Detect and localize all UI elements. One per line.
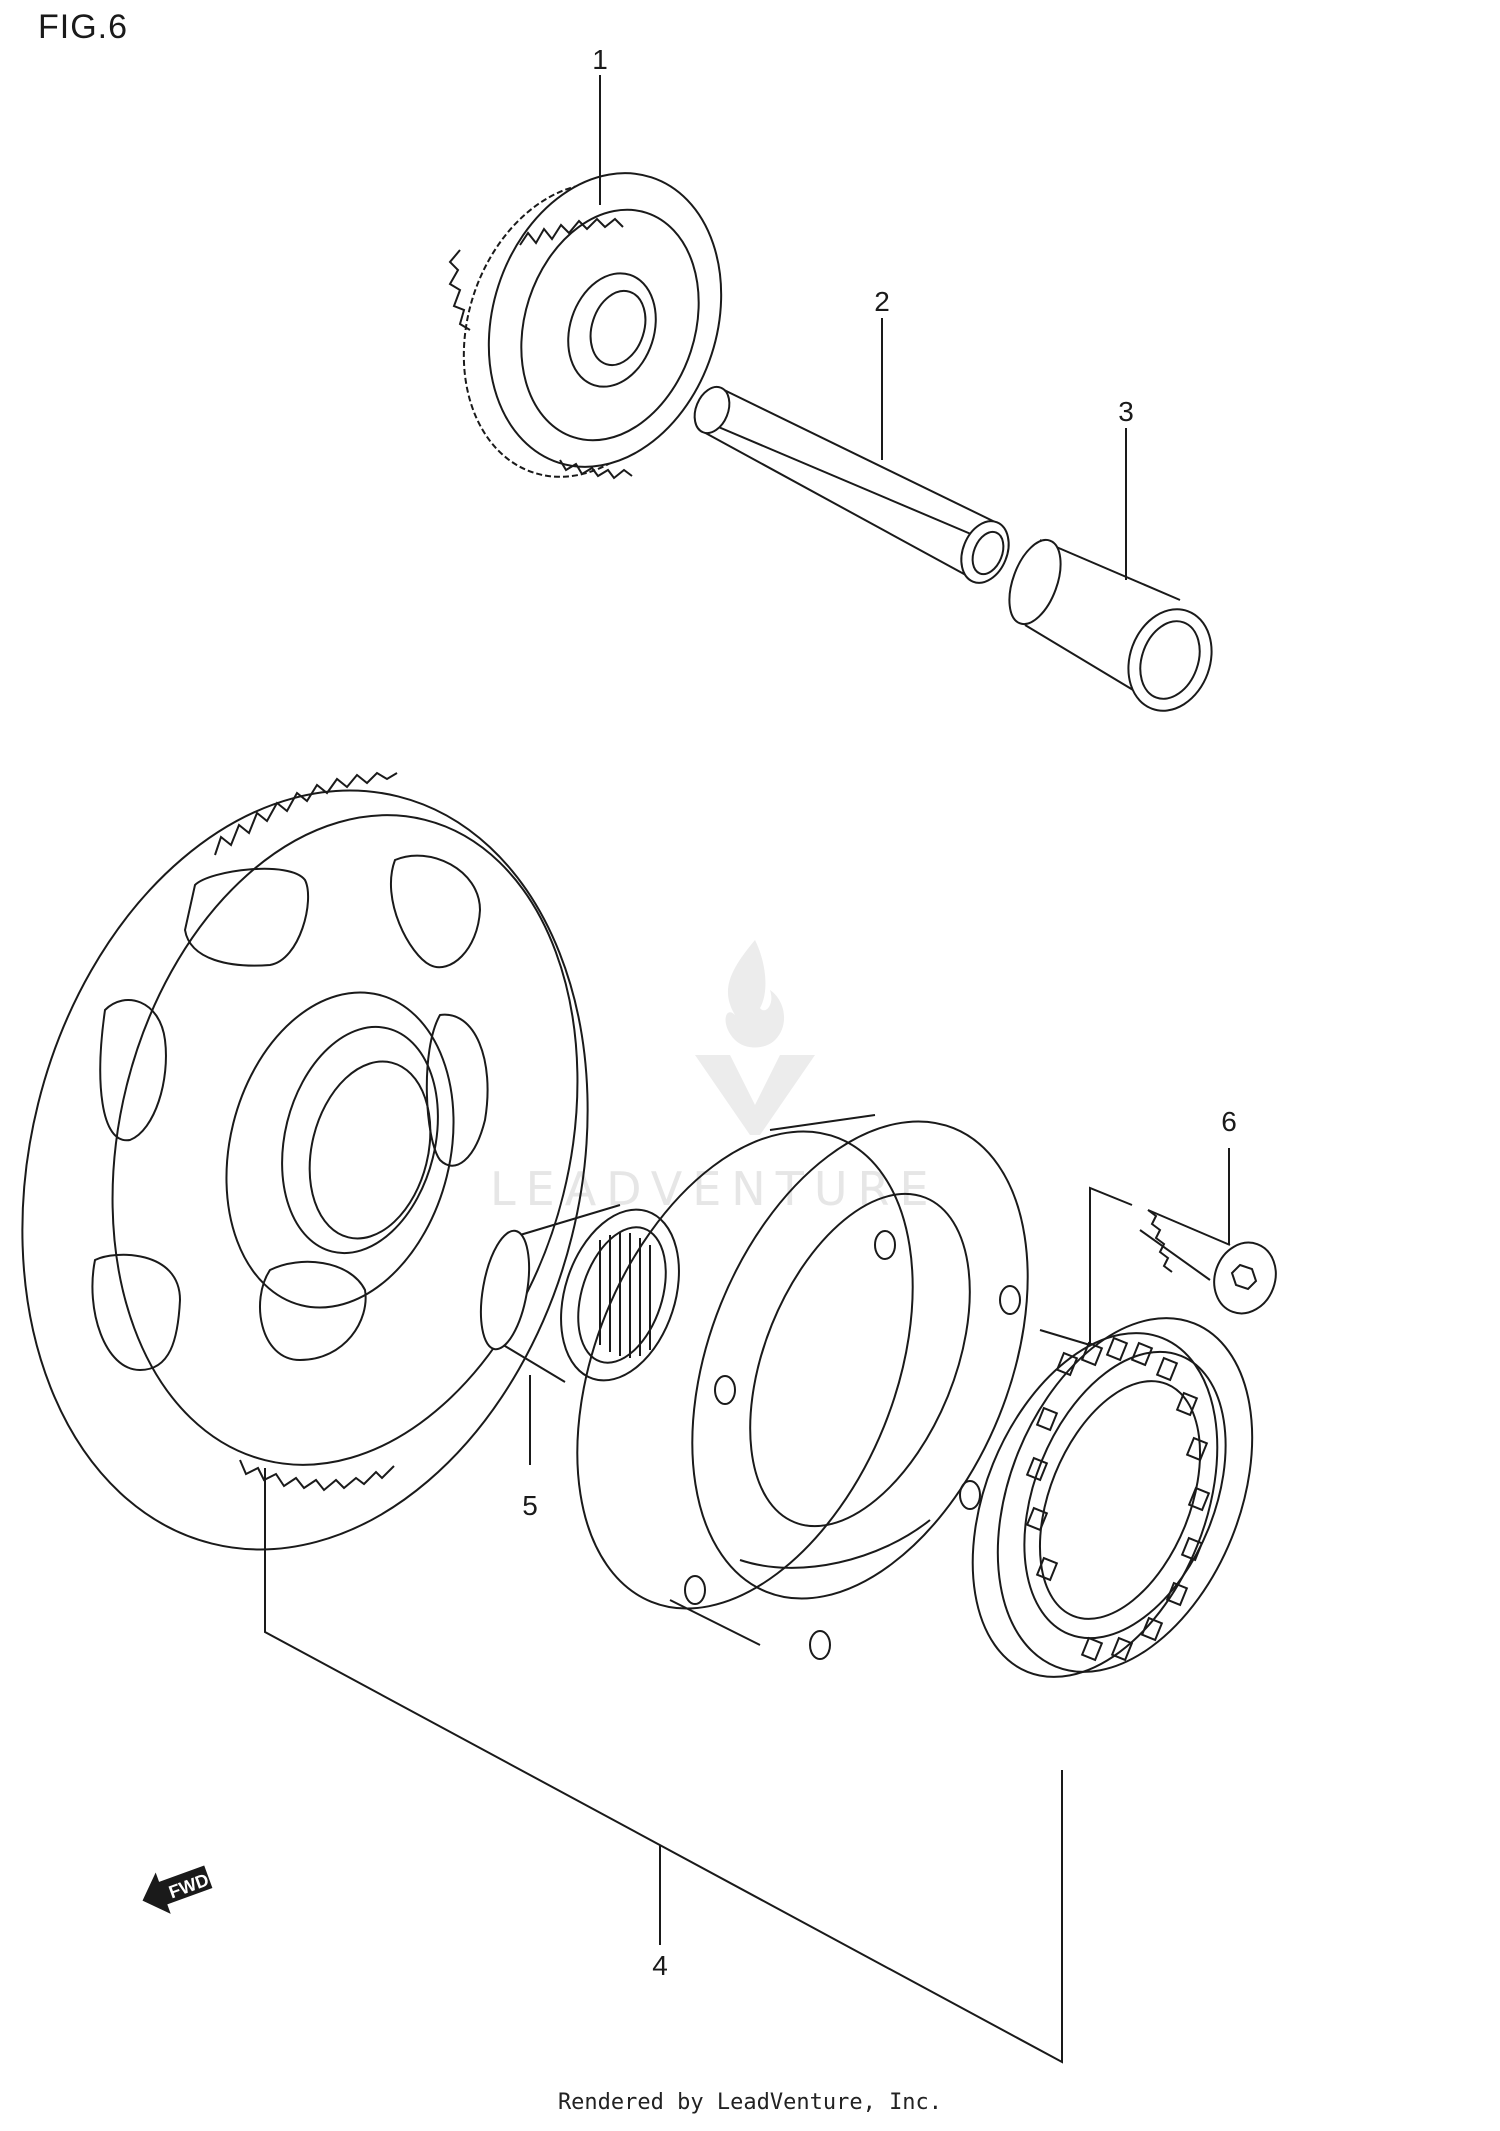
part-4-one-way-clutch[interactable] — [926, 1280, 1301, 1713]
clutch-sprags — [1025, 1336, 1211, 1662]
part-2-shaft[interactable] — [688, 382, 1017, 590]
part-5-needle-bearing[interactable] — [473, 1194, 700, 1395]
fwd-label: FWD — [166, 1870, 211, 1903]
watermark-logo — [695, 940, 815, 1135]
figure-title: FIG.6 — [38, 8, 129, 46]
part-6-bolt[interactable] — [1139, 1209, 1286, 1322]
part-4-clutch-housing[interactable] — [512, 1072, 1092, 1660]
callout-6: 6 — [1221, 1106, 1237, 1137]
callout-2: 2 — [874, 286, 890, 317]
callout-5: 5 — [522, 1490, 538, 1521]
fwd-direction-marker: FWD — [142, 1865, 213, 1914]
leader-lines — [264, 75, 1230, 2064]
part-4-clutch-gear[interactable] — [0, 730, 665, 1610]
callout-3: 3 — [1118, 396, 1134, 427]
callout-4: 4 — [652, 1950, 668, 1981]
part-1-idle-gear[interactable] — [427, 143, 758, 508]
arrow-left-icon — [142, 1865, 213, 1914]
watermark-text: LEADVENTURE — [490, 1162, 939, 1216]
callout-1: 1 — [592, 44, 608, 75]
part-3-bushing[interactable] — [999, 533, 1225, 722]
footer-credit: Rendered by LeadVenture, Inc. — [557, 2090, 943, 2115]
